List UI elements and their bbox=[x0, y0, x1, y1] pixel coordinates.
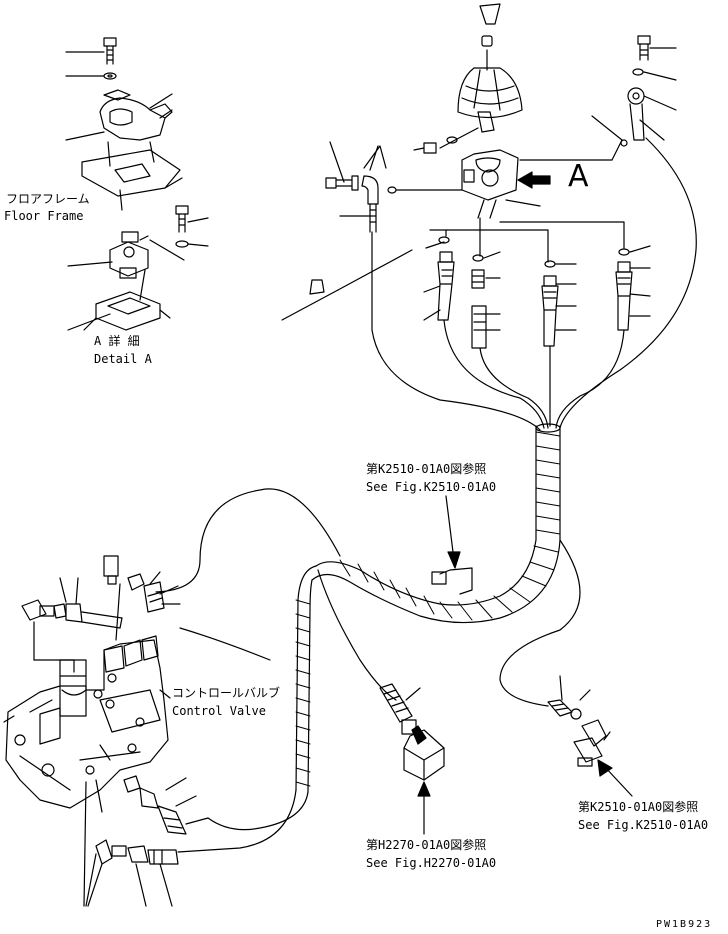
ref-k2510-top-jp: 第K2510-01A0図参照 bbox=[366, 462, 487, 476]
ref-k2510-top-en: See Fig.K2510-01A0 bbox=[366, 480, 497, 494]
ref-k2510-bottom-en: See Fig.K2510-01A0 bbox=[578, 818, 709, 832]
hose-bundle bbox=[155, 137, 697, 853]
detail-a-assembly bbox=[65, 37, 209, 331]
h2270-switch-block bbox=[379, 683, 445, 835]
ref-h2270-jp: 第H2270-01A0図参照 bbox=[366, 838, 487, 852]
detail-a-label-en: Detail A bbox=[94, 352, 152, 366]
k2510-bottom-fitting bbox=[547, 675, 633, 797]
control-valve bbox=[3, 635, 169, 809]
ppc-valve-lever bbox=[423, 3, 551, 219]
ref-h2270-en: See Fig.H2270-01A0 bbox=[366, 856, 497, 870]
drawing-number: PW1B923 bbox=[656, 919, 713, 930]
k2510-top-arrow bbox=[445, 495, 461, 569]
left-elbow-fitting bbox=[325, 141, 463, 233]
floor-frame-label-en: Floor Frame bbox=[4, 209, 84, 223]
floor-frame-label-jp: フロアフレーム bbox=[6, 192, 90, 206]
hose-fittings-row bbox=[281, 217, 651, 349]
control-valve-label-en: Control Valve bbox=[172, 704, 266, 718]
ref-k2510-bottom-jp: 第K2510-01A0図参照 bbox=[578, 800, 699, 814]
detail-a-label-jp: A 詳 細 bbox=[94, 334, 140, 348]
view-a-label: A bbox=[568, 159, 589, 194]
control-valve-label-jp: コントロールバルブ bbox=[172, 686, 281, 700]
control-valve-fittings bbox=[21, 555, 209, 907]
top-right-fitting bbox=[627, 35, 677, 141]
